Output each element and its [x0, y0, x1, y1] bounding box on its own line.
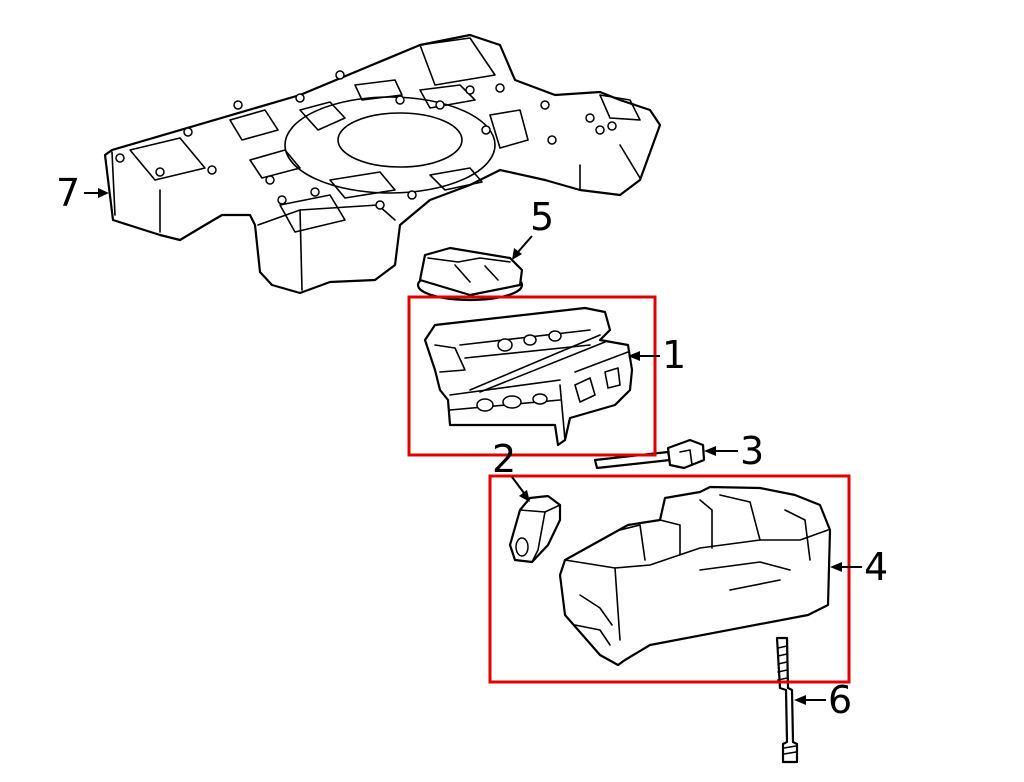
callout-label-1: 1 [662, 333, 686, 377]
callout-label-4: 4 [864, 545, 888, 589]
storage-tray-part-4 [558, 485, 832, 667]
callout-label-2: 2 [492, 437, 516, 481]
leader-3 [704, 446, 738, 456]
leader-7 [84, 188, 109, 198]
leader-5 [512, 235, 533, 260]
leader-6 [794, 695, 826, 705]
callout-label-5: 5 [530, 195, 554, 239]
callout-label-3: 3 [740, 429, 764, 473]
bracket-part-2 [508, 494, 562, 564]
leader-1 [628, 351, 660, 361]
callout-label-6: 6 [828, 678, 852, 722]
leader-2 [511, 476, 530, 502]
stud-part-6 [775, 636, 799, 764]
cap-part-5 [416, 246, 524, 302]
callout-label-7: 7 [56, 171, 80, 215]
highlight-box-part-1 [407, 295, 657, 457]
jack-part-1 [423, 306, 634, 447]
leader-4 [830, 562, 862, 572]
tray-part-7 [103, 33, 662, 295]
highlight-box-parts-2-4 [488, 474, 851, 684]
